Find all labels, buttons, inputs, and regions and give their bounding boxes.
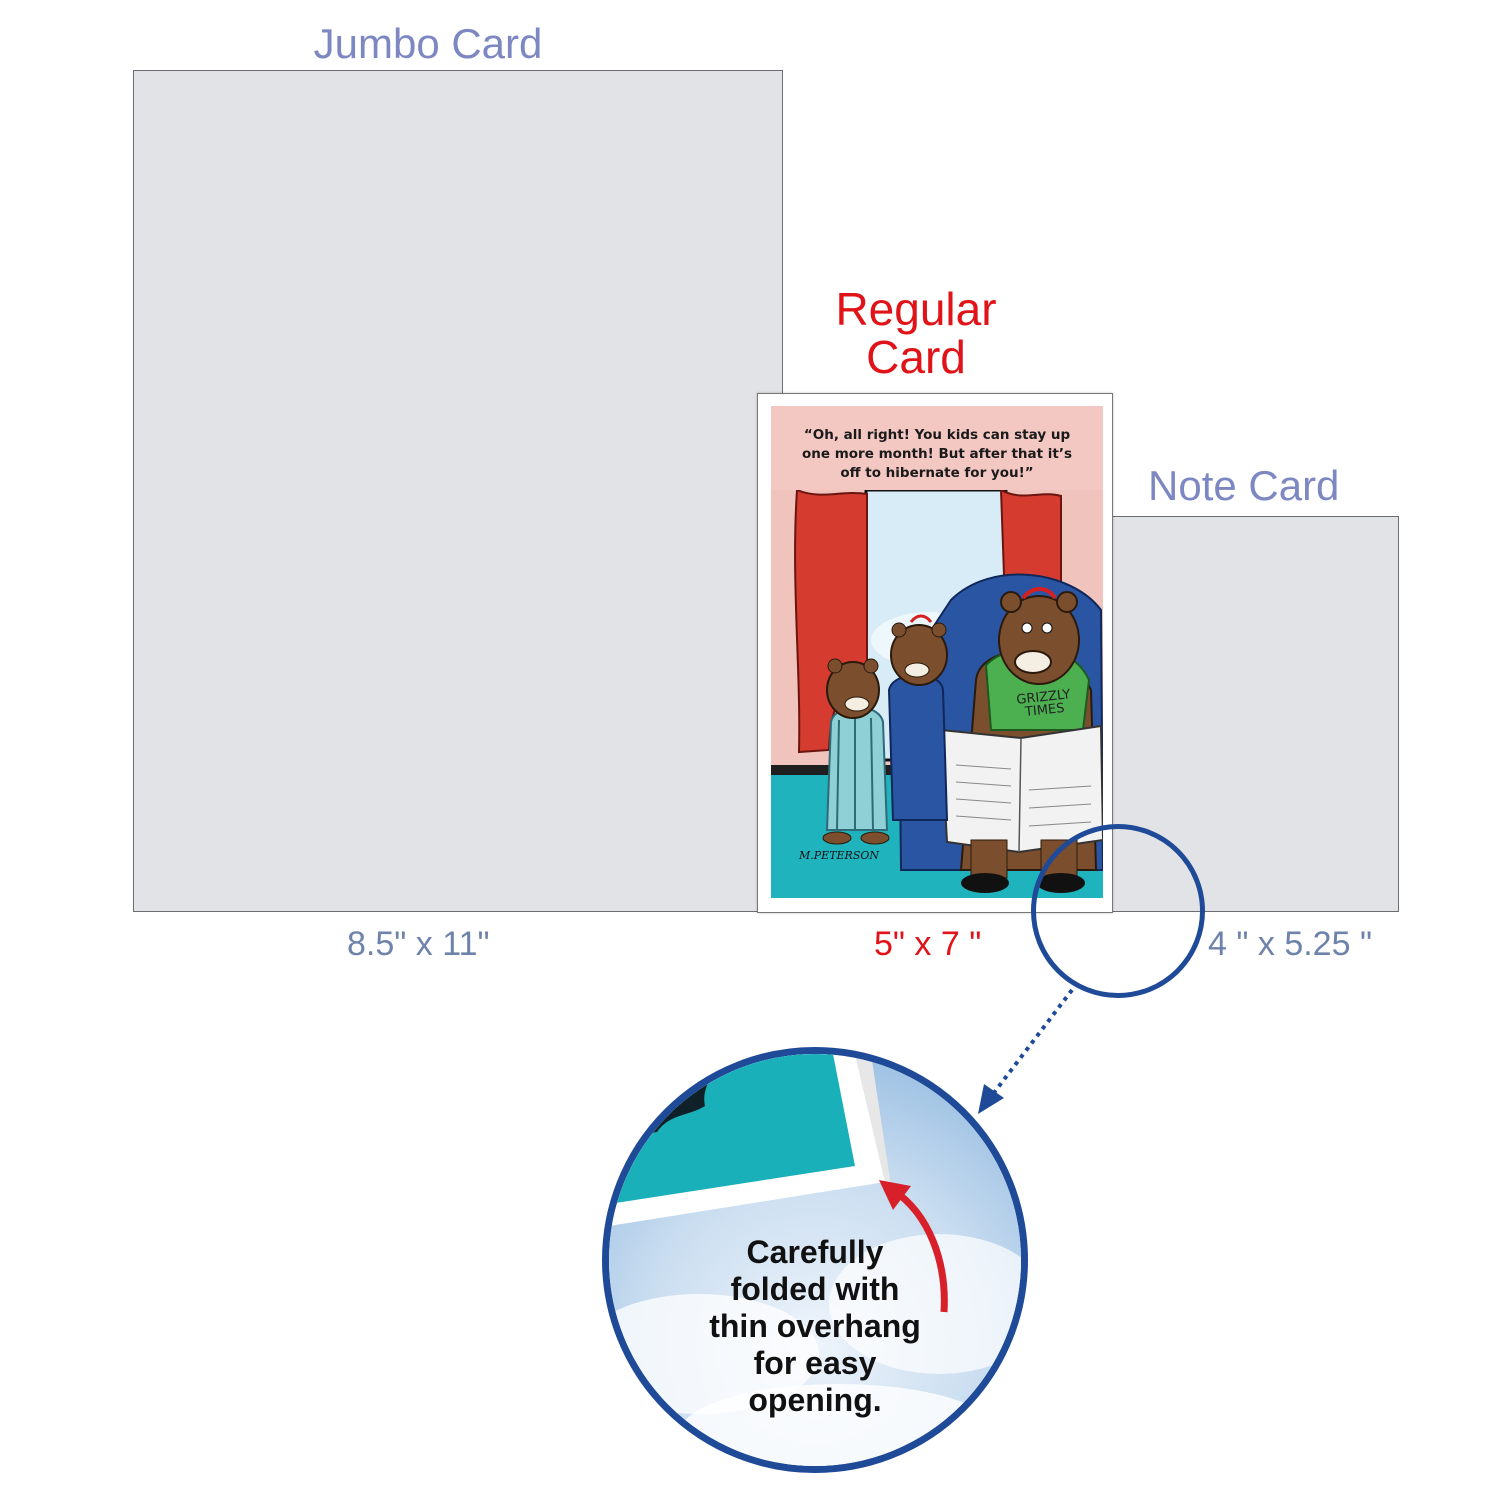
- card-illustration: “Oh, all right! You kids can stay up one…: [771, 406, 1103, 898]
- jumbo-card-title: Jumbo Card: [313, 20, 543, 67]
- newspaper-masthead: GRIZZLY TIMES: [1016, 687, 1073, 720]
- regular-card: “Oh, all right! You kids can stay up one…: [757, 393, 1113, 913]
- regular-card-size: 5" x 7 ": [874, 925, 982, 963]
- zoom-callout: Carefully folded with thin overhang for …: [602, 1047, 1028, 1473]
- card-caption: “Oh, all right! You kids can stay up one…: [779, 426, 1095, 483]
- artist-signature: M.PETERSON: [799, 849, 880, 862]
- callout-line: thin overhang: [709, 1308, 921, 1344]
- callout-line: Carefully: [746, 1234, 884, 1270]
- callout-line: opening.: [748, 1382, 882, 1418]
- callout-text: Carefully folded with thin overhang for …: [609, 1234, 1021, 1419]
- regular-card-title-line2: Card: [866, 331, 966, 383]
- card-caption-line: off to hibernate for you!”: [840, 465, 1034, 481]
- jumbo-card-outline: [133, 70, 783, 912]
- regular-card-title: Regular Card: [835, 285, 996, 381]
- card-caption-line: “Oh, all right! You kids can stay up: [803, 427, 1071, 443]
- jumbo-card-size: 8.5" x 11": [347, 925, 490, 963]
- card-caption-line: one more month! But after that it’s: [801, 446, 1073, 462]
- magnifier-ring: [1031, 824, 1205, 998]
- bear-family-cartoon: [771, 490, 1103, 898]
- callout-line: folded with: [730, 1271, 900, 1307]
- regular-card-title-line1: Regular: [835, 283, 997, 335]
- folded-corner-closeup: [609, 1054, 1021, 1466]
- note-card-size: 4 " x 5.25 ": [1208, 925, 1373, 963]
- note-card-title: Note Card: [1148, 462, 1340, 509]
- callout-line: for easy: [753, 1345, 877, 1381]
